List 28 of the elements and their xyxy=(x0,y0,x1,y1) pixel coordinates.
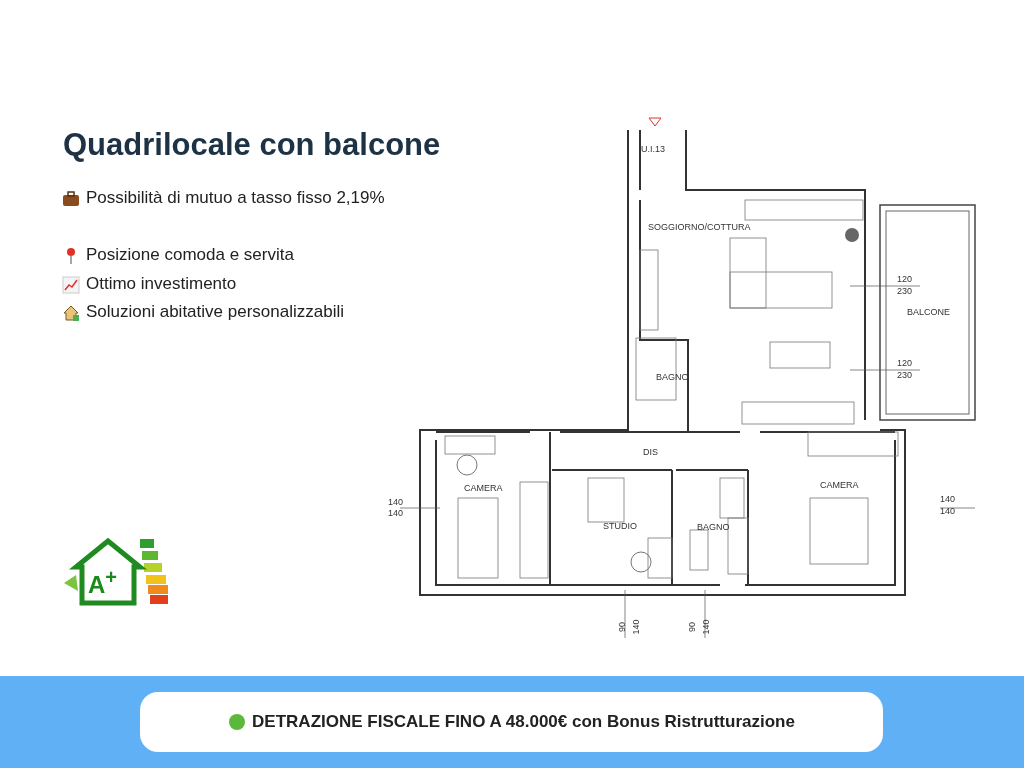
room-label: CAMERA xyxy=(820,480,859,490)
title: Quadrilocale con balcone xyxy=(63,127,441,163)
feature-text: Possibilità di mutuo a tasso fisso 2,19% xyxy=(86,188,385,208)
energy-class-text: A$^{+}$ xyxy=(88,566,118,599)
feature-text: Posizione comoda e servita xyxy=(86,245,294,265)
dimension-text: 140 xyxy=(940,494,956,504)
feature-text: Soluzioni abitative personalizzabili xyxy=(86,302,344,322)
dimension-text: 230 xyxy=(897,286,913,296)
dimension-text: 120 xyxy=(897,274,913,284)
banner-text: DETRAZIONE FISCALE FINO A 48.000€ con Bonus Ristrutturazione xyxy=(252,712,795,732)
banner-pill xyxy=(140,692,883,752)
dimension-text: 230 xyxy=(897,370,913,380)
room-label: BALCONE xyxy=(907,307,950,317)
room-label: CAMERA xyxy=(464,483,503,493)
room-label: SOGGIORNO/COTTURA xyxy=(648,222,751,232)
room-label: DIS xyxy=(643,447,658,457)
room-label: BAGNO xyxy=(697,522,730,532)
dimension-text: 140 xyxy=(700,619,711,635)
dimension-text: 140 xyxy=(940,506,956,516)
dimension-text: 140 xyxy=(388,497,404,507)
dimension-text: 140 xyxy=(388,508,404,518)
dimension-text: 90 xyxy=(687,622,697,632)
dimension-text: 120 xyxy=(897,358,913,368)
unit-label: U.I.13 xyxy=(641,144,665,154)
dimension-text: 140 xyxy=(630,619,641,635)
feature-text: Ottimo investimento xyxy=(86,274,237,294)
dimension-text: 90 xyxy=(617,622,627,632)
room-label: STUDIO xyxy=(603,521,637,531)
